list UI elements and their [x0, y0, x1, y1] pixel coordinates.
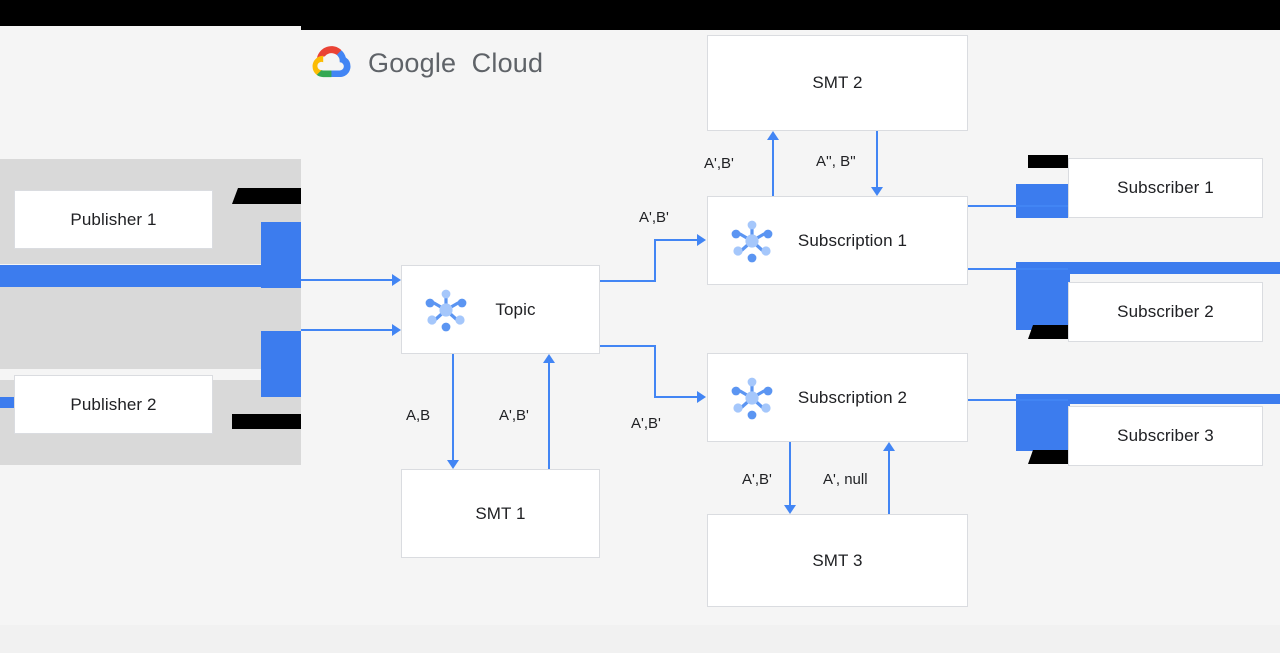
blue-block-subscriber-3 — [1016, 397, 1070, 451]
node-label: Subscriber 1 — [1117, 178, 1214, 197]
edge-label-smt1-to-topic: A',B' — [499, 407, 529, 424]
arrowhead-topic-to-smt1 — [447, 460, 459, 469]
node-label: Subscriber 2 — [1117, 302, 1214, 321]
node-label: Subscription 1 — [797, 230, 908, 250]
edge-topic-to-subscription2-seg1 — [600, 345, 656, 347]
occlusion-band-2 — [0, 287, 301, 369]
top-black-bar-right — [301, 0, 1280, 30]
node-label: Publisher 1 — [70, 209, 157, 229]
edge-topic-to-subscription2-seg3 — [654, 396, 699, 398]
edge-label-subscription1-to-smt2: A',B' — [704, 155, 734, 172]
edge-topic-to-smt1 — [452, 354, 454, 461]
arrowhead-smt2-to-subscription1 — [871, 187, 883, 196]
edge-topic-to-subscription1-seg2 — [654, 240, 656, 281]
redaction-mark-4 — [1028, 325, 1068, 339]
edge-publisher1-to-topic — [301, 279, 393, 281]
edge-label-topic-to-subscription1: A',B' — [639, 209, 669, 226]
edge-smt3-to-subscription2 — [888, 450, 890, 514]
node-label: SMT 2 — [812, 73, 863, 92]
pubsub-icon — [420, 287, 472, 333]
edge-topic-to-subscription2-seg2 — [654, 345, 656, 397]
google-cloud-logo-icon — [310, 42, 356, 85]
arrowhead-topic-to-subscription2 — [697, 391, 706, 403]
arrowhead-publisher1-to-topic — [392, 274, 401, 286]
arrowhead-smt3-to-subscription2 — [883, 442, 895, 451]
blue-run-right-2 — [1016, 394, 1280, 404]
arrowhead-smt1-to-topic — [543, 354, 555, 363]
bottom-strip — [0, 625, 1280, 653]
node-topic[interactable]: Topic — [401, 265, 600, 354]
blue-block-publisher-2 — [261, 331, 301, 397]
node-label: SMT 3 — [812, 550, 863, 570]
edge-smt1-to-topic — [548, 362, 550, 469]
edge-topic-to-subscription1-seg3 — [654, 239, 699, 241]
node-publisher-2[interactable]: Publisher 2 — [14, 375, 213, 434]
node-subscription-2[interactable]: Subscription 2 — [707, 353, 968, 442]
blue-run-left-1 — [0, 265, 301, 287]
edge-subscription2-to-subscriber3 — [968, 399, 1068, 401]
edge-subscription1-to-subscriber2 — [968, 268, 1068, 270]
edge-subscription1-to-smt2 — [772, 139, 774, 197]
edge-subscription1-to-subscriber1 — [968, 205, 1068, 207]
blue-block-subscriber-2 — [1016, 264, 1070, 330]
arrowhead-subscription2-to-smt3 — [784, 505, 796, 514]
edge-label-smt2-to-subscription1: A'', B'' — [816, 153, 856, 170]
node-smt-3[interactable]: SMT 3 — [707, 514, 968, 607]
google-cloud-wordmark: Google Cloud — [368, 48, 543, 79]
pubsub-icon — [726, 218, 778, 264]
node-publisher-1[interactable]: Publisher 1 — [14, 190, 213, 249]
node-label: Topic — [495, 299, 536, 319]
node-label: Publisher 2 — [70, 394, 157, 414]
arrowhead-subscription1-to-smt2 — [767, 131, 779, 140]
node-subscriber-2[interactable]: Subscriber 2 — [1068, 282, 1263, 342]
node-smt-2[interactable]: SMT 2 — [707, 35, 968, 131]
node-subscription-1[interactable]: Subscription 1 — [707, 196, 968, 285]
edge-label-topic-to-smt1: A,B — [406, 407, 431, 424]
arrowhead-topic-to-subscription1 — [697, 234, 706, 246]
edge-smt2-to-subscription1 — [876, 131, 878, 188]
node-label: Subscription 2 — [797, 387, 908, 407]
edge-label-subscription2-to-smt3: A',B' — [742, 471, 772, 488]
node-subscriber-3[interactable]: Subscriber 3 — [1068, 406, 1263, 466]
edge-label-smt3-to-subscription2: A', null — [823, 471, 868, 488]
redaction-mark-5 — [1028, 450, 1068, 464]
google-cloud-logo: Google Cloud — [310, 42, 543, 85]
top-black-bar-left — [0, 0, 301, 26]
edge-topic-to-subscription1-seg1 — [600, 280, 656, 282]
edge-subscription2-to-smt3 — [789, 442, 791, 506]
pubsub-icon — [726, 375, 778, 421]
node-label: Subscriber 3 — [1117, 426, 1214, 445]
redaction-mark-1 — [232, 188, 301, 204]
wordmark-cloud: Cloud — [471, 48, 544, 78]
edge-publisher2-to-topic — [301, 329, 393, 331]
edge-label-topic-to-subscription2: A',B' — [631, 415, 661, 432]
blue-block-subscriber-1 — [1016, 184, 1070, 218]
wordmark-google: Google — [368, 48, 464, 78]
node-smt-1[interactable]: SMT 1 — [401, 469, 600, 558]
arrowhead-publisher2-to-topic — [392, 324, 401, 336]
node-label: SMT 1 — [475, 503, 526, 523]
redaction-mark-2 — [232, 414, 301, 429]
redaction-mark-3 — [1028, 155, 1068, 168]
blue-block-publisher-1 — [261, 222, 301, 288]
node-subscriber-1[interactable]: Subscriber 1 — [1068, 158, 1263, 218]
blue-run-right-1 — [1016, 262, 1280, 274]
